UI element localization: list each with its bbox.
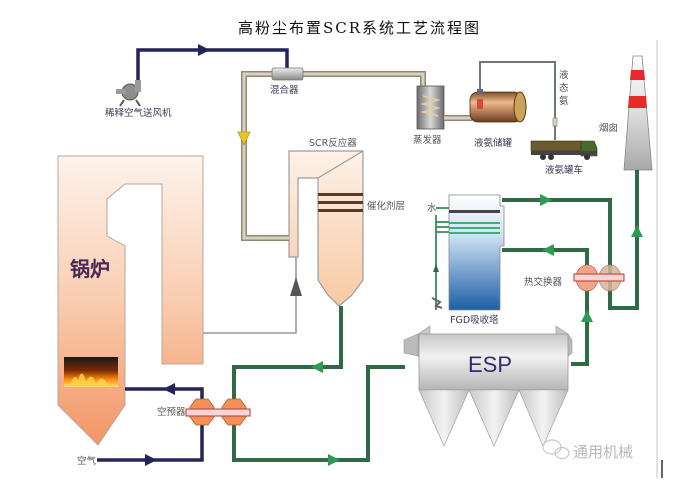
- mixer-label: 混合器: [270, 84, 299, 96]
- flow-arrow-up-2: [581, 310, 593, 322]
- esp-hopper-2: [468, 389, 520, 447]
- catalyst-layer-1: [318, 193, 363, 196]
- esp-label: ESP: [468, 352, 512, 377]
- flow-arrow-left-2: [542, 244, 554, 256]
- dilution-fan-icon: [116, 80, 141, 107]
- wechat-icon: [542, 439, 562, 455]
- dilution-fan-label: 稀释空气送风机: [105, 107, 172, 119]
- ammonia-air-pipe: [241, 71, 289, 241]
- ammonia-truck-label: 液氨罐车: [545, 164, 583, 176]
- flow-arrow-right-2: [328, 454, 340, 466]
- catalyst-layer-2: [318, 201, 363, 204]
- liquid-ammonia-label-2: 态: [559, 82, 569, 94]
- mixer-icon: [271, 67, 304, 81]
- ammonia-tank-icon: [469, 89, 527, 123]
- esp-unit: ESP: [403, 325, 573, 447]
- catalyst-layer-3: [318, 209, 363, 212]
- hot-air-pipe: [125, 387, 204, 400]
- fgd-absorber-label: FGD吸收塔: [450, 314, 499, 326]
- flow-arrow-up-3: [631, 225, 643, 237]
- ammonia-tank-label: 液氨储罐: [474, 137, 513, 149]
- air-preheater-label: 空预器: [157, 406, 186, 418]
- water-label: 水: [427, 202, 437, 214]
- mixer-evaporator-pipe: [303, 71, 426, 90]
- watermark-text: 通用机械: [573, 443, 633, 461]
- flow-arrow-down: [237, 131, 251, 146]
- heat-exchanger-label: 热交换器: [524, 276, 563, 288]
- diagram-title: 高粉尘布置SCR系统工艺流程图: [238, 19, 481, 37]
- flow-arrow-right: [198, 44, 210, 56]
- watermark: 通用机械: [542, 439, 633, 461]
- flue-gas-esp-to-heat-exchanger: [571, 286, 589, 366]
- esp-hopper-1: [418, 389, 470, 447]
- liquid-ammonia-pipe: [479, 61, 556, 140]
- air-preheater-icon: [185, 398, 251, 426]
- catalyst-layer-label: 催化剂层: [367, 200, 405, 212]
- evaporator-label: 蒸发器: [413, 134, 442, 146]
- evaporator-icon: [416, 85, 445, 130]
- flue-gas-preheater-to-esp: [232, 365, 405, 462]
- flue-gas-scr-to-preheater: [232, 306, 343, 400]
- boiler-label: 锅炉: [70, 257, 110, 281]
- heat-exchanger-icon: [573, 264, 625, 292]
- flue-duct-to-scr: [203, 255, 297, 334]
- liquid-ammonia-label-3: 氨: [559, 95, 569, 107]
- chimney-label: 烟囱: [599, 122, 618, 134]
- fgd-absorber: [431, 194, 505, 311]
- flow-arrow-right-4: [145, 454, 157, 466]
- boiler: 锅炉: [57, 155, 204, 446]
- chimney-icon: [623, 55, 653, 171]
- esp-hopper-3: [518, 389, 569, 447]
- flow-arrow-left-3: [163, 383, 175, 395]
- pump-icon: [431, 297, 443, 309]
- air-inlet-pipe: [97, 420, 204, 462]
- air-label: 空气: [77, 455, 97, 467]
- flow-arrow-up: [290, 277, 302, 296]
- dilution-air-pipe: [136, 48, 289, 80]
- liquid-ammonia-label-1: 液: [559, 69, 569, 81]
- flow-arrow-left: [311, 361, 323, 373]
- flue-gas-to-fgd: [502, 248, 589, 270]
- scr-reactor: SCR反应器 催化剂层: [288, 137, 405, 307]
- scr-reactor-label: SCR反应器: [309, 137, 357, 149]
- ammonia-truck-icon: [530, 140, 598, 160]
- flue-gas-fgd-to-chimney: [502, 170, 639, 310]
- flow-arrow-right-3: [540, 194, 552, 206]
